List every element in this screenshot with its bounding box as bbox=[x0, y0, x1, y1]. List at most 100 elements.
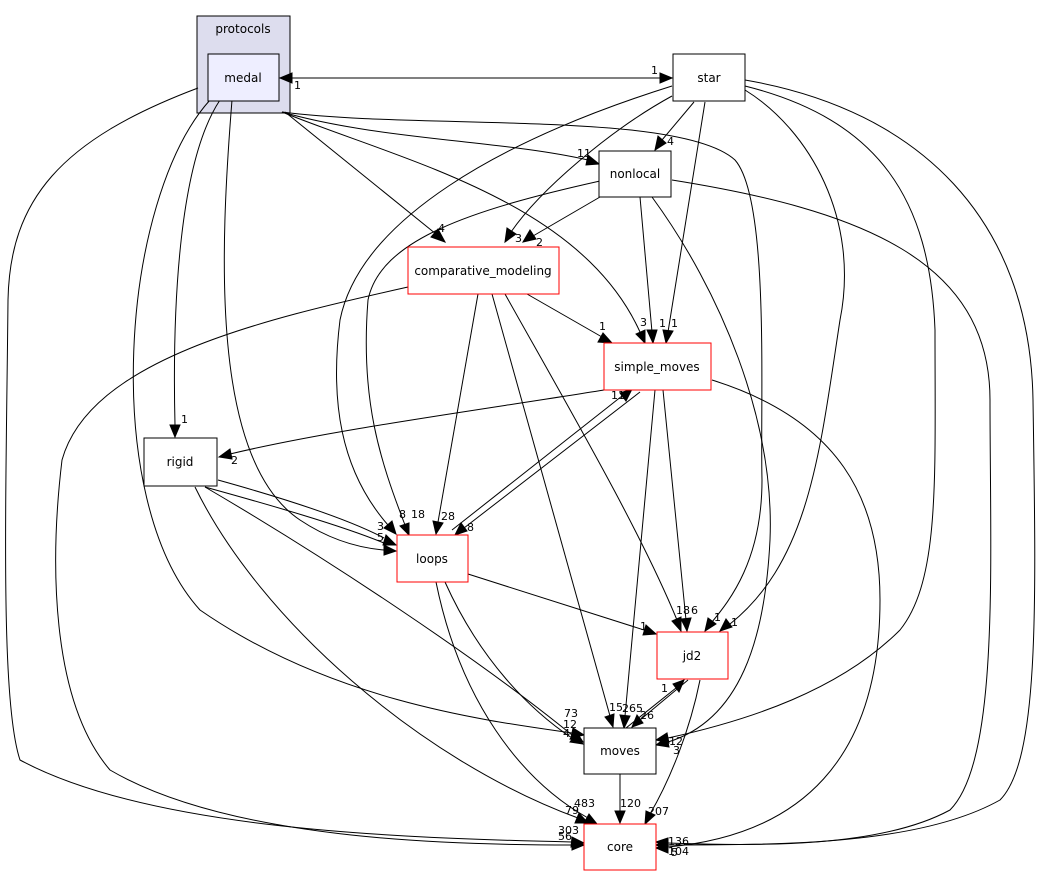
node-loops[interactable]: loops bbox=[396, 534, 469, 583]
edge-medal-rigid: 1 bbox=[169, 99, 221, 439]
edge-comparative-jd2-arrow bbox=[671, 616, 682, 633]
edge-medal-simple-label: 3 bbox=[640, 316, 647, 329]
edge-rigid-loops: 3 5 bbox=[204, 479, 398, 546]
node-core-box[interactable] bbox=[583, 823, 657, 871]
edge-star-loops-label: 8 bbox=[399, 508, 406, 521]
edge-moves-jd2-label: 1 bbox=[661, 682, 668, 695]
edge-loops-core-line bbox=[435, 581, 589, 819]
edge-medal-nonlocal-arrow bbox=[585, 154, 601, 166]
edge-comparative-core: 56 bbox=[55, 286, 586, 851]
edge-comparative-loops-line bbox=[437, 293, 479, 523]
edge-jd2-moves-label: 26 bbox=[640, 709, 654, 722]
edge-rigid-loops-line-a bbox=[217, 479, 385, 539]
node-moves[interactable]: moves bbox=[583, 727, 657, 775]
edge-simple-moves-moves-arrow bbox=[619, 714, 631, 730]
node-core-label: core bbox=[607, 840, 633, 854]
edge-loops-core: 483 bbox=[435, 581, 599, 825]
edge-medal-jd2-line bbox=[281, 111, 763, 623]
edge-jd2-core-label: 207 bbox=[648, 805, 669, 818]
edge-simple-core-line bbox=[667, 379, 881, 848]
edge-loops-moves-arrow bbox=[569, 733, 585, 745]
nodes: medal star nonlocal comparative_modeling… bbox=[143, 53, 746, 871]
edge-loops-simple-arrow bbox=[619, 388, 633, 402]
edge-rigid-moves-label: 12 bbox=[563, 718, 577, 731]
node-moves-box[interactable] bbox=[583, 727, 657, 775]
node-loops-box[interactable] bbox=[396, 534, 469, 583]
edge-star-nonlocal-line bbox=[661, 101, 695, 141]
node-rigid[interactable]: rigid bbox=[143, 437, 218, 487]
edge-medal-loops bbox=[223, 99, 398, 556]
node-loops-label: loops bbox=[416, 552, 448, 566]
edge-jd2-moves-arrow bbox=[631, 714, 644, 728]
node-simple-moves-box[interactable] bbox=[603, 342, 712, 391]
edge-simple-loops-arrow bbox=[454, 522, 468, 536]
node-comparative-modeling[interactable]: comparative_modeling bbox=[407, 246, 560, 295]
edge-jd2-core: 207 bbox=[644, 679, 701, 826]
edge-jd2-moves: 26 bbox=[631, 679, 689, 728]
node-jd2-box[interactable] bbox=[656, 631, 729, 680]
edge-loops-simple-line bbox=[451, 395, 623, 531]
node-rigid-box[interactable] bbox=[143, 437, 218, 487]
edge-star-jd2-arrow bbox=[719, 618, 733, 632]
edge-medal-nonlocal-line bbox=[281, 111, 589, 161]
node-medal[interactable]: medal bbox=[207, 53, 280, 102]
edge-moves-core-label: 120 bbox=[620, 797, 641, 810]
edge-star-comparative-line bbox=[510, 95, 673, 233]
edge-simple-rigid-label: 2 bbox=[231, 454, 238, 467]
edge-star-medal: 1 1 bbox=[278, 64, 674, 92]
edge-star-jd2-label: 1 bbox=[731, 616, 738, 629]
edge-nonlocal-loops: 18 bbox=[365, 180, 601, 537]
node-moves-label: moves bbox=[600, 744, 640, 758]
node-nonlocal-box[interactable] bbox=[598, 150, 672, 198]
node-comparative-modeling-box[interactable] bbox=[407, 246, 560, 295]
edge-nonlocal-comparative-line bbox=[532, 196, 601, 237]
edge-medal-rigid-arrow bbox=[169, 424, 181, 439]
edge-star-medal-arrow bbox=[278, 72, 293, 84]
cluster-protocols-label: protocols bbox=[215, 22, 270, 36]
node-nonlocal[interactable]: nonlocal bbox=[598, 150, 672, 198]
edge-star-jd2: 1 bbox=[719, 89, 845, 632]
edge-medal-rigid-label: 1 bbox=[181, 413, 188, 426]
edge-star-comparative-label: 3 bbox=[515, 232, 522, 245]
edge-loops-jd2-line bbox=[467, 573, 645, 631]
edge-simple-rigid: 2 bbox=[217, 389, 605, 467]
edge-nonlocal-core: 5 bbox=[654, 179, 992, 859]
node-star-box[interactable] bbox=[672, 53, 746, 102]
edge-comparative-core-line bbox=[55, 286, 573, 846]
edge-rigid-core-arrow bbox=[574, 812, 590, 824]
edge-simple-core: 104 bbox=[654, 379, 881, 858]
edge-loops-moves-label: 4 bbox=[563, 727, 570, 740]
edge-rigid-core: 79 bbox=[194, 486, 590, 824]
edge-rigid-loops-arrow bbox=[382, 534, 398, 546]
edge-simple-core-label: 104 bbox=[668, 845, 689, 858]
edge-nonlocal-moves: 3 bbox=[651, 196, 771, 757]
edge-nonlocal-loops-arrow bbox=[399, 522, 410, 537]
node-jd2-label: jd2 bbox=[682, 649, 702, 663]
node-rigid-label: rigid bbox=[167, 455, 194, 469]
edge-simple-jd2: 6 bbox=[662, 389, 698, 633]
edge-simple-jd2-line bbox=[662, 389, 687, 621]
edge-comparative-loops-arrow bbox=[432, 520, 444, 536]
edge-medal-simple-line bbox=[281, 111, 641, 333]
edge-nonlocal-moves-line bbox=[651, 196, 771, 743]
edge-star-comparative: 3 bbox=[504, 95, 673, 245]
edge-nonlocal-comparative-arrow bbox=[521, 229, 537, 243]
node-star[interactable]: star bbox=[672, 53, 746, 102]
edge-moves-jd2-arrow bbox=[672, 679, 685, 693]
edge-simple-moves-moves-line bbox=[624, 389, 656, 717]
edge-comparative-moves-arrow bbox=[604, 713, 615, 729]
edge-medal-core-label: 303 bbox=[558, 824, 579, 837]
edge-nonlocal-loops-line bbox=[365, 180, 601, 526]
edge-jd2-moves-line bbox=[639, 679, 689, 721]
node-simple-moves[interactable]: simple_moves bbox=[603, 342, 712, 391]
edge-comparative-simple-line bbox=[526, 293, 603, 338]
node-core[interactable]: core bbox=[583, 823, 657, 871]
edge-simple-rigid-arrow bbox=[217, 448, 233, 460]
edge-rigid-loops-label-b: 5 bbox=[377, 531, 384, 544]
edge-star-simple-arrow bbox=[662, 329, 674, 345]
edge-comparative-jd2: 18 bbox=[504, 293, 690, 633]
node-jd2[interactable]: jd2 bbox=[656, 631, 729, 680]
edge-comparative-loops: 28 bbox=[432, 293, 479, 536]
node-medal-box[interactable] bbox=[207, 53, 280, 102]
edge-nonlocal-simple-label: 1 bbox=[659, 317, 666, 330]
